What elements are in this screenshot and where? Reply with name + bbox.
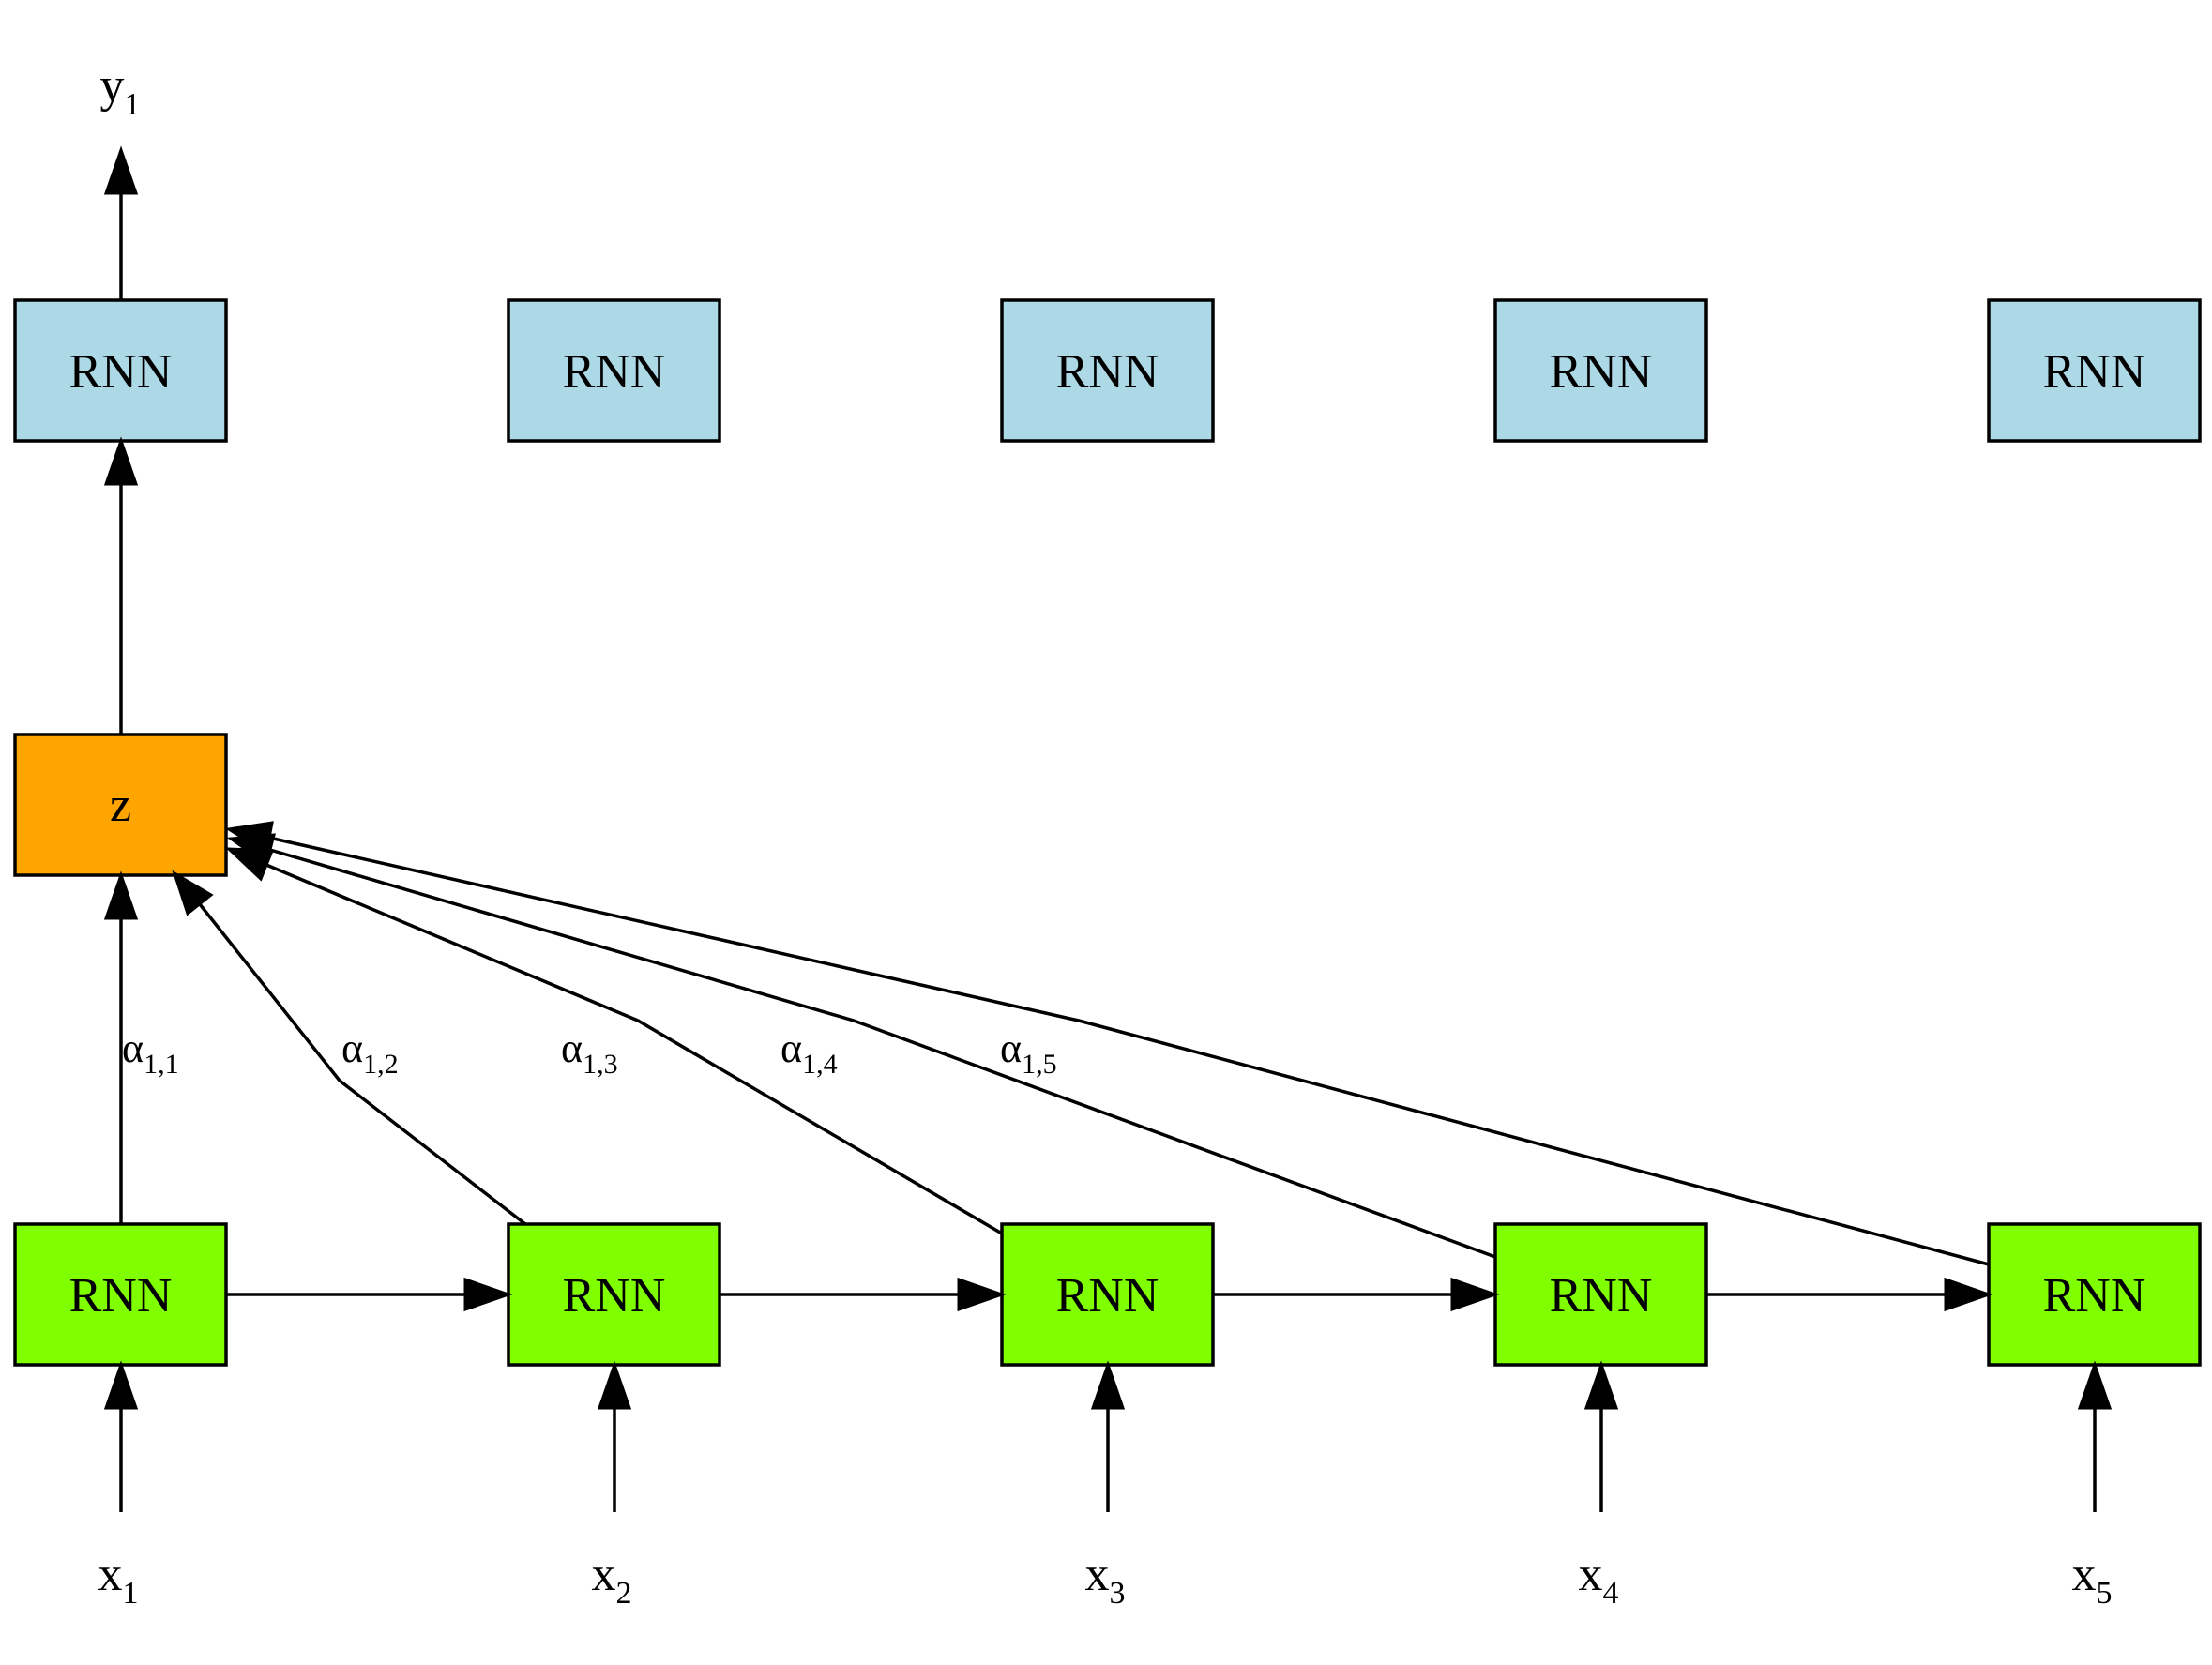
- encoder-row: RNN RNN RNN RNN RNN: [13, 1222, 2202, 1367]
- attention-edge-4: [269, 848, 1496, 1259]
- input-label-3: x3: [1085, 1548, 1126, 1611]
- encoder-node-5: [1987, 1222, 2202, 1367]
- decoder-node-2: [507, 298, 721, 443]
- encoder-node-1-label: RNN: [69, 1269, 173, 1323]
- decoder-node-3: [1000, 298, 1215, 443]
- input-label-5: x5: [2072, 1548, 2113, 1611]
- input-arrowhead-3: [1090, 1360, 1126, 1410]
- input-arrowhead-4: [1583, 1360, 1619, 1410]
- decoder-node-3-label: RNN: [1056, 345, 1159, 399]
- input-label-4: x4: [1579, 1548, 1619, 1611]
- attention-edge-3: [265, 863, 1003, 1235]
- decoder-node-5: [1987, 298, 2202, 443]
- decoder-node-4-label: RNN: [1550, 345, 1653, 399]
- encoder-arrowhead-2: [463, 1277, 513, 1312]
- input-labels: x1 x2 x3 x4 x5: [98, 1548, 2113, 1611]
- input-label-2: x2: [592, 1548, 632, 1611]
- input-arrowhead-2: [597, 1360, 632, 1410]
- attention-arrowhead-5: [224, 821, 274, 855]
- arrowhead-decoder: [103, 436, 139, 486]
- encoder-node-2-label: RNN: [563, 1269, 666, 1323]
- arrowhead-output: [103, 145, 139, 195]
- encoder-node-4-label: RNN: [1550, 1269, 1653, 1323]
- decoder-node-5-label: RNN: [2043, 345, 2146, 399]
- attention-label-1: α1,1: [122, 1025, 179, 1080]
- attention-label-2: α1,2: [341, 1025, 399, 1080]
- context-node: [13, 733, 228, 877]
- input-arrowhead-1: [103, 1360, 139, 1410]
- encoder-node-2: [507, 1222, 721, 1367]
- output-label: y1: [100, 59, 141, 122]
- context-node-label: z: [110, 779, 131, 832]
- encoder-arrowhead-3: [957, 1277, 1007, 1312]
- encoder-node-3-label: RNN: [1056, 1269, 1159, 1323]
- attention-label-3: α1,3: [561, 1025, 618, 1080]
- input-arrowhead-5: [2077, 1360, 2113, 1410]
- encoder-arrowhead-4: [1450, 1277, 1500, 1312]
- attention-arrowhead-1: [103, 870, 139, 920]
- attention-label-4: α1,4: [780, 1025, 838, 1080]
- encoder-node-1: [13, 1222, 228, 1367]
- encoder-chain-edges: [226, 1277, 1993, 1312]
- input-label-1: x1: [98, 1548, 139, 1611]
- attention-labels: α1,1 α1,2 α1,3 α1,4 α1,5: [122, 1025, 1057, 1080]
- attention-label-5: α1,5: [1000, 1025, 1057, 1080]
- decoder-node-1-label: RNN: [69, 345, 173, 399]
- input-edges: [103, 1360, 2113, 1512]
- attention-edges: [103, 821, 1990, 1266]
- decoder-row: RNN RNN RNN RNN RNN: [13, 298, 2202, 443]
- attention-arrowhead-2: [172, 870, 214, 916]
- decoder-node-4: [1493, 298, 1708, 443]
- decoder-node-2-label: RNN: [563, 345, 666, 399]
- attention-edge-2: [198, 902, 527, 1226]
- encoder-node-5-label: RNN: [2043, 1269, 2146, 1323]
- encoder-arrowhead-5: [1944, 1277, 1993, 1312]
- attention-edge-5: [268, 836, 1990, 1266]
